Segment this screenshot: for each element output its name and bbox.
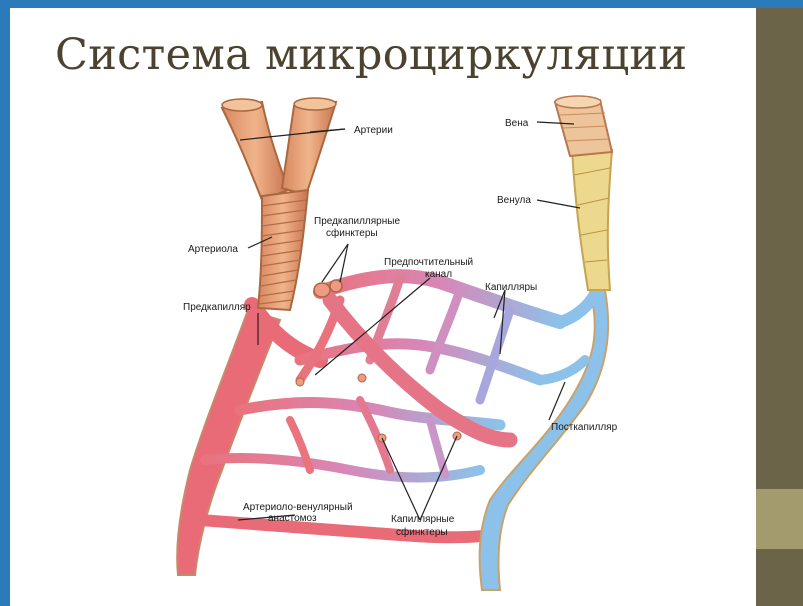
label-predkap-sfinktery-1: Предкапиллярные — [314, 216, 400, 227]
label-anastomoz-1: Артериоло-венулярный — [243, 502, 353, 513]
arteriole — [258, 190, 308, 310]
label-kapillyary: Капилляры — [485, 282, 537, 293]
label-anastomoz-2: анастомоз — [268, 513, 317, 524]
label-predpocht-1: Предпочтительный — [384, 257, 473, 268]
label-vena: Вена — [505, 118, 529, 129]
arteries — [222, 98, 336, 200]
label-kap-sfinktery-2: сфинктеры — [396, 526, 448, 538]
label-arterii: Артерии — [354, 125, 393, 136]
label-postkapillyar: Посткапилляр — [551, 422, 618, 433]
label-predkap-sfinktery-2: сфинктеры — [326, 227, 378, 239]
label-arteriola: Артериола — [188, 244, 238, 255]
label-predkapillyar: Предкапилляр — [183, 302, 251, 313]
label-predpocht-2: канал — [425, 269, 452, 280]
venule — [572, 150, 612, 290]
vein — [555, 96, 612, 156]
label-venula: Венула — [497, 195, 531, 206]
label-kap-sfinktery-1: Капиллярные — [391, 514, 455, 525]
